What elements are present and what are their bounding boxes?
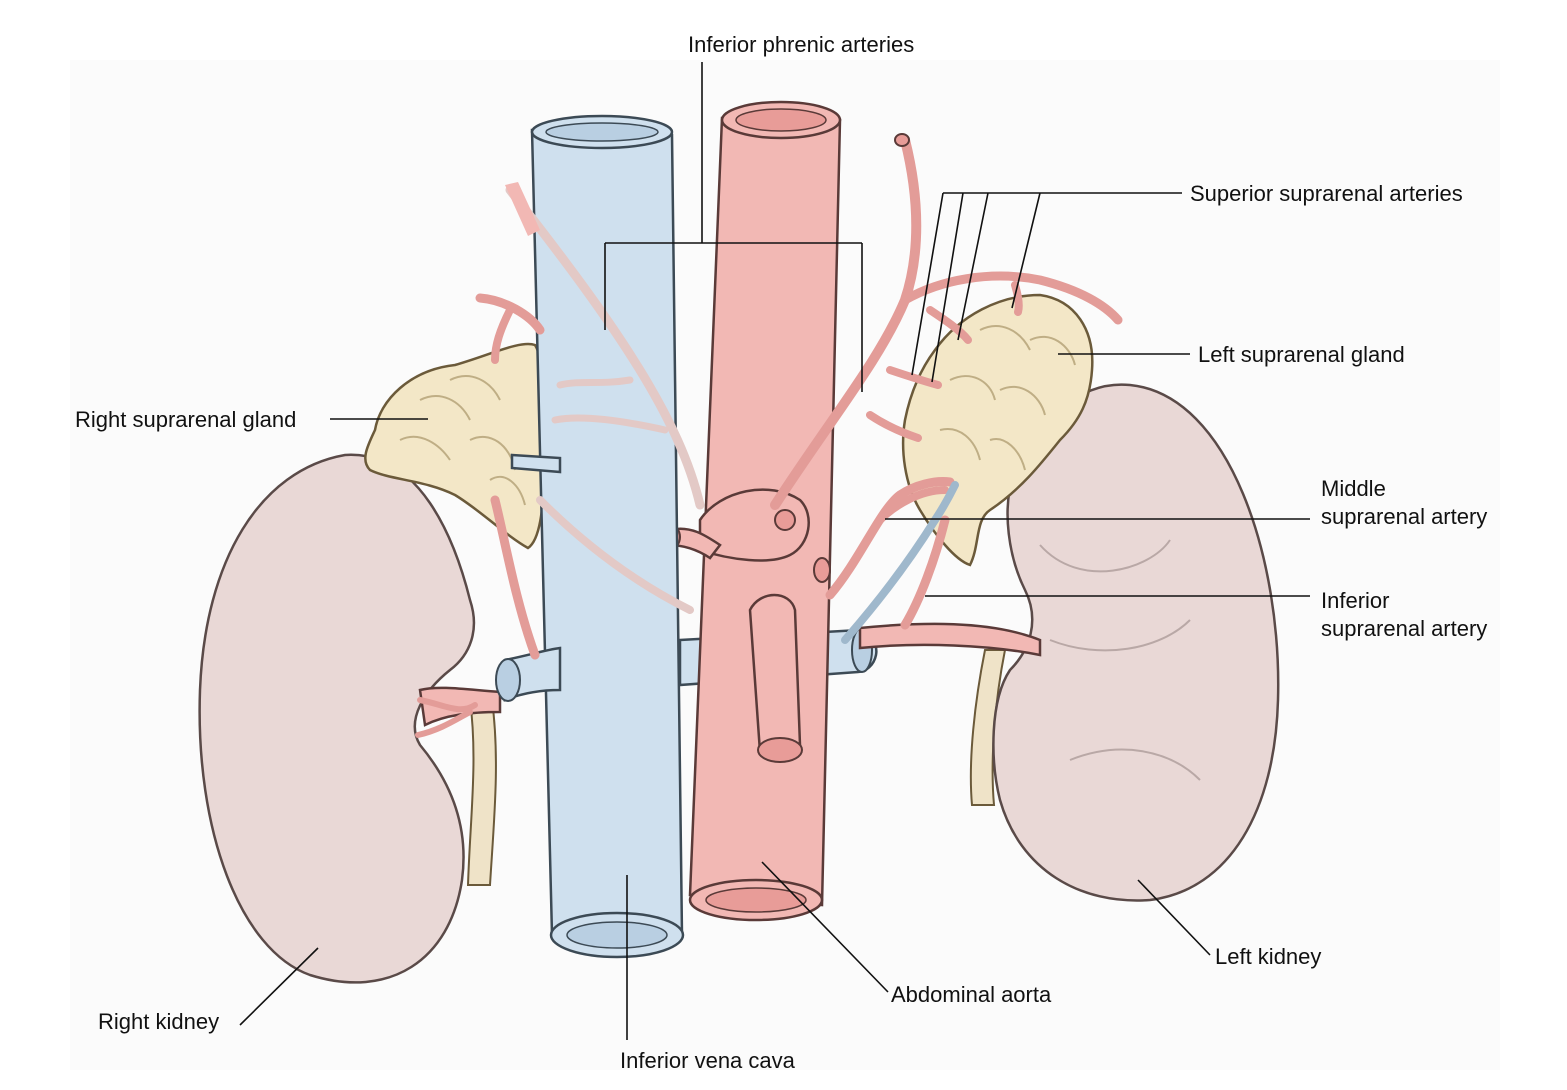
right-inferior-suprarenal-artery bbox=[490, 495, 540, 660]
ivc-bottom-lumen bbox=[566, 921, 668, 949]
right-phrenic-branch-1 bbox=[556, 376, 634, 389]
right-inferior-phrenic-artery bbox=[505, 185, 705, 510]
left-sup-supra-1 bbox=[926, 306, 972, 344]
left-gland-lobules bbox=[939, 325, 1076, 471]
right-sup-supra-twig bbox=[491, 306, 514, 364]
left-phrenic-branch-gland bbox=[900, 271, 1123, 325]
label-left-suprarenal-gland: Left suprarenal gland bbox=[1198, 342, 1405, 367]
label-right-suprarenal-gland: Right suprarenal gland bbox=[75, 407, 297, 432]
leader-superior-suprarenal bbox=[911, 192, 1182, 383]
label-inferior-suprarenal-artery-line1: Inferior bbox=[1321, 588, 1390, 613]
left-sup-supra-4 bbox=[1011, 281, 1023, 316]
label-abdominal-aorta: Abdominal aorta bbox=[891, 982, 1052, 1007]
right-middle-suprarenal-pale bbox=[536, 496, 694, 614]
leader-left-kidney bbox=[1137, 879, 1211, 956]
middle-suprarenal-stump bbox=[813, 557, 831, 583]
label-inferior-phrenic-arteries: Inferior phrenic arteries bbox=[688, 32, 915, 57]
celiac-branch-end-right bbox=[774, 509, 796, 531]
left-suprarenal-vein bbox=[841, 481, 959, 644]
label-middle-suprarenal-artery-line2: suprarenal artery bbox=[1321, 503, 1488, 529]
left-inferior-suprarenal-artery bbox=[900, 515, 950, 630]
label-right-kidney: Right kidney bbox=[98, 1009, 220, 1034]
label-middle-suprarenal-artery-line1: Middle bbox=[1321, 476, 1386, 501]
label-left-kidney: Left kidney bbox=[1215, 944, 1322, 969]
leader-abdominal-aorta bbox=[761, 861, 889, 993]
label-inferior-suprarenal-artery: Inferior suprarenal artery bbox=[1321, 587, 1487, 642]
left-inferior-phrenic-artery bbox=[770, 135, 922, 510]
aorta-top-lumen bbox=[735, 108, 827, 132]
leader-right-kidney bbox=[239, 947, 319, 1026]
left-sup-supra-3 bbox=[866, 411, 922, 442]
ivc-top-lumen bbox=[545, 122, 659, 142]
label-inferior-vena-cava: Inferior vena cava bbox=[620, 1048, 795, 1073]
right-phrenic-visible-segment bbox=[505, 182, 540, 236]
leader-lines bbox=[239, 62, 1310, 1040]
leader-inferior-phrenic bbox=[604, 62, 863, 392]
label-inferior-suprarenal-artery-line2: suprarenal artery bbox=[1321, 615, 1488, 641]
left-phrenic-end bbox=[894, 133, 910, 147]
left-kidney-inner-contour bbox=[1039, 539, 1201, 781]
superior-mesenteric-artery bbox=[748, 593, 802, 754]
left-sup-supra-2 bbox=[886, 366, 942, 389]
right-superior-suprarenal-artery bbox=[475, 293, 545, 335]
right-suprarenal-vein bbox=[510, 453, 562, 474]
label-superior-suprarenal-arteries: Superior suprarenal arteries bbox=[1190, 181, 1463, 206]
right-kidney bbox=[198, 453, 476, 984]
left-kidney bbox=[992, 383, 1280, 902]
left-renal-artery bbox=[858, 622, 1042, 657]
right-renal-vein-end bbox=[495, 658, 521, 702]
left-ureter bbox=[969, 649, 1007, 806]
left-middle-suprarenal-artery bbox=[825, 477, 955, 600]
aorta-bottom-lumen bbox=[705, 887, 807, 913]
right-gland-lobules bbox=[399, 375, 526, 506]
sma-end bbox=[757, 737, 803, 763]
celiac-trunk bbox=[698, 488, 810, 562]
left-middle-suprarenal-twig bbox=[876, 486, 949, 524]
right-hilum-branch bbox=[415, 697, 478, 738]
right-ureter bbox=[466, 699, 497, 886]
label-middle-suprarenal-artery: Middle suprarenal artery bbox=[1321, 475, 1487, 530]
right-phrenic-branch-2 bbox=[551, 414, 669, 434]
